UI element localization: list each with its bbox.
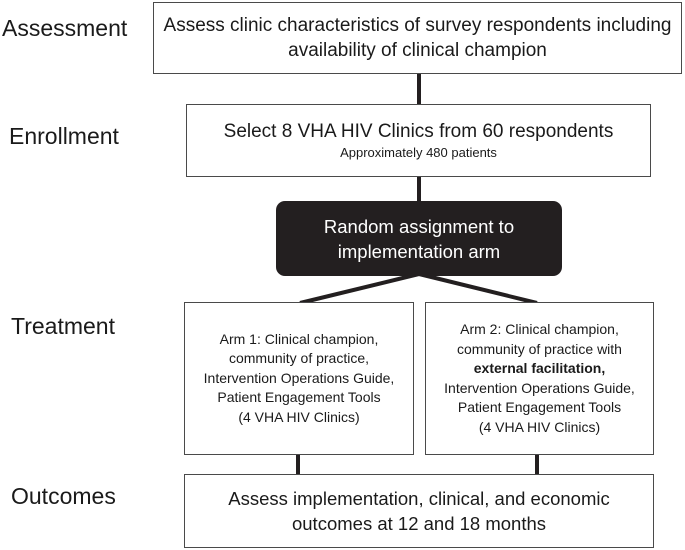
outcomes-box: Assess implementation, clinical, and eco… [184,474,654,548]
enrollment-text-line1: Select 8 VHA HIV Clinics from 60 respond… [223,121,614,142]
stage-label-treatment: Treatment [11,313,115,339]
arm2-box: Arm 2: Clinical champion, community of p… [425,302,654,455]
enrollment-box: Select 8 VHA HIV Clinics from 60 respond… [186,104,651,177]
arm1-box: Arm 1: Clinical champion, community of p… [184,302,414,455]
outcomes-text-line2: outcomes at 12 and 18 months [291,513,547,534]
random-assignment-line1: Random assignment to [323,215,515,237]
assessment-text-line1: Assess clinic characteristics of survey … [163,15,672,36]
stage-label-assessment: Assessment [2,15,128,41]
outcomes-text-line1: Assess implementation, clinical, and eco… [228,488,610,509]
arm1-line2: community of practice, [228,350,370,367]
arm2-line3-bold: external facilitation, [473,360,606,376]
arm2-line1: Arm 2: Clinical champion, [460,321,619,337]
assessment-box: Assess clinic characteristics of survey … [153,2,682,74]
arm1-line3: Intervention Operations Guide, [203,369,395,386]
arm2-line6: (4 VHA HIV Clinics) [478,418,601,435]
arm2-line5: Patient Engagement Tools [457,399,622,415]
random-assignment-box: Random assignment to implementation arm [276,201,562,276]
arm1-line1: Arm 1: Clinical champion, [219,330,379,347]
connector-random-arm1 [299,272,420,305]
arm1-line5: (4 VHA HIV Clinics) [238,408,360,425]
connector-random-arm2 [418,272,538,305]
enrollment-text-line2: Approximately 480 patients [340,145,497,160]
arm2-line4: Intervention Operations Guide, [444,379,635,396]
stage-label-outcomes: Outcomes [11,483,116,509]
assessment-text-line2: availability of clinical champion [288,40,547,61]
arm2-line2: community of practice with [457,340,622,357]
random-assignment-line2: implementation arm [337,240,501,262]
arm1-line4: Patient Engagement Tools [217,389,381,406]
stage-label-enrollment: Enrollment [9,123,119,149]
